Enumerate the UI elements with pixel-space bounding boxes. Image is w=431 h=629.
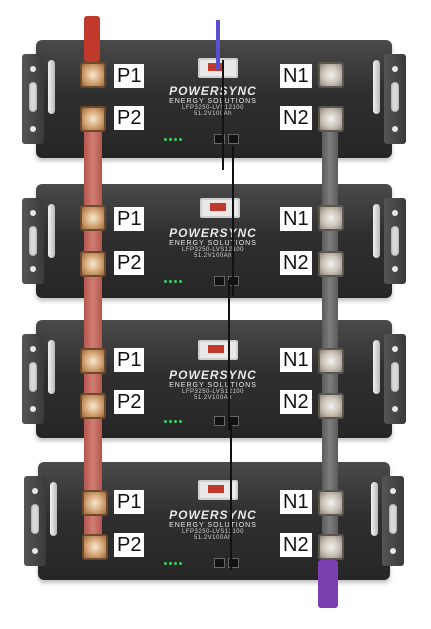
brand-name: POWERSYNC (169, 508, 257, 522)
terminal-p1 (80, 62, 106, 88)
status-leds (164, 420, 182, 423)
label-n2: N2 (280, 106, 312, 130)
mount-ear-left (22, 198, 44, 284)
label-p2: P2 (114, 251, 145, 275)
terminal-n1 (318, 205, 344, 231)
comm-port[interactable] (228, 134, 239, 144)
mount-ear-right (382, 476, 404, 566)
brand-sub: ENERGY SOLUTIONS (169, 382, 257, 389)
label-n2: N2 (280, 390, 312, 414)
label-p1: P1 (114, 207, 145, 231)
breaker-switch[interactable] (200, 198, 240, 218)
breaker-switch[interactable] (198, 480, 238, 500)
label-p1: P1 (114, 348, 145, 372)
terminal-n1 (318, 62, 344, 88)
label-p2: P2 (114, 533, 145, 557)
handle-right (371, 482, 378, 536)
brand-sub: ENERGY SOLUTIONS (169, 522, 257, 529)
comm-port[interactable] (214, 416, 225, 426)
brand-block: POWERSYNC ENERGY SOLUTIONS LFP3250-LVS12… (148, 84, 278, 117)
negative-busbar (322, 112, 338, 548)
status-leds (164, 280, 182, 283)
comm-cable (232, 146, 234, 296)
status-leds (164, 138, 182, 141)
status-leds (164, 562, 182, 565)
brand-block: POWERSYNC ENERGY SOLUTIONS LFP3250-LVS12… (148, 508, 278, 541)
handle-left (50, 482, 57, 536)
negative-main-cable (318, 560, 338, 608)
model-number: LFP3250-LVS12100 (182, 105, 244, 111)
label-n1: N1 (280, 207, 312, 231)
spec-label: 51.2V100Ah (193, 535, 233, 541)
mount-ear-left (22, 54, 44, 144)
terminal-p1 (80, 348, 106, 374)
comm-cable (222, 60, 224, 170)
terminal-n2 (318, 106, 344, 132)
brand-name: POWERSYNC (169, 84, 257, 98)
comm-cable (230, 420, 232, 570)
label-p1: P1 (114, 64, 145, 88)
comm-cable (228, 280, 230, 430)
mount-ear-left (22, 334, 44, 424)
handle-left (48, 204, 55, 258)
brand-name: POWERSYNC (169, 368, 257, 382)
brand-sub: ENERGY SOLUTIONS (169, 98, 257, 105)
brand-block: POWERSYNC ENERGY SOLUTIONS LFP3250-LVS12… (148, 226, 278, 259)
mount-ear-left (24, 476, 46, 566)
handle-right (373, 60, 380, 114)
positive-main-cable (84, 16, 100, 62)
handle-left (48, 340, 55, 394)
label-p2: P2 (114, 390, 145, 414)
mount-ear-right (384, 198, 406, 284)
terminal-p2 (80, 393, 106, 419)
positive-busbar (84, 112, 102, 548)
model-number: LFP3250-LVS12100 (182, 247, 244, 253)
model-number: LFP3250-LVS12100 (182, 529, 244, 535)
label-n1: N1 (280, 64, 312, 88)
label-p2: P2 (114, 106, 145, 130)
comm-port[interactable] (228, 558, 239, 568)
terminal-p2 (80, 106, 106, 132)
brand-name: POWERSYNC (169, 226, 257, 240)
comm-port[interactable] (214, 276, 225, 286)
label-n1: N1 (280, 348, 312, 372)
handle-right (373, 340, 380, 394)
terminal-p1 (80, 205, 106, 231)
comm-port[interactable] (214, 134, 225, 144)
comm-main-cable (216, 20, 220, 70)
label-p1: P1 (114, 490, 145, 514)
terminal-n2 (318, 251, 344, 277)
label-n2: N2 (280, 251, 312, 275)
brand-sub: ENERGY SOLUTIONS (169, 240, 257, 247)
terminal-p2 (82, 534, 108, 560)
mount-ear-right (384, 54, 406, 144)
spec-label: 51.2V100Ah (193, 395, 233, 401)
spec-label: 51.2V100Ah (193, 111, 233, 117)
spec-label: 51.2V100Ah (193, 253, 233, 259)
label-n1: N1 (280, 490, 312, 514)
terminal-p1 (82, 490, 108, 516)
terminal-n1 (318, 490, 344, 516)
terminal-n2 (318, 393, 344, 419)
terminal-n2 (318, 534, 344, 560)
model-number: LFP3250-LVS12100 (182, 389, 244, 395)
brand-block: POWERSYNC ENERGY SOLUTIONS LFP3250-LVS12… (148, 368, 278, 401)
terminal-p2 (80, 251, 106, 277)
handle-left (48, 60, 55, 114)
terminal-n1 (318, 348, 344, 374)
handle-right (373, 204, 380, 258)
breaker-switch[interactable] (198, 340, 238, 360)
mount-ear-right (384, 334, 406, 424)
comm-port[interactable] (214, 558, 225, 568)
label-n2: N2 (280, 533, 312, 557)
